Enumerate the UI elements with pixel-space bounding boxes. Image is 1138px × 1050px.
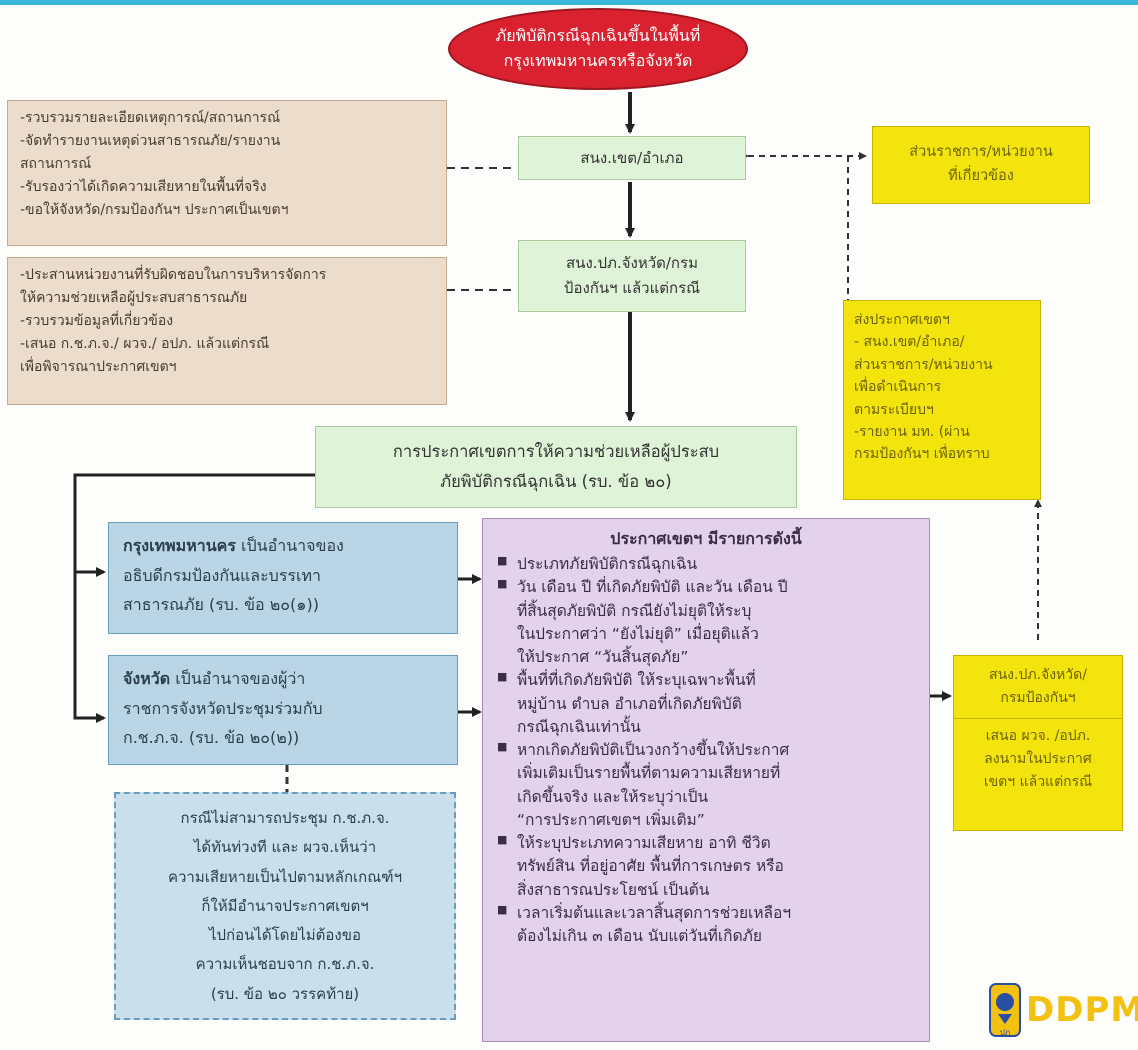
district-task-3: สถานการณ์ bbox=[20, 156, 92, 173]
item-3-line-1: พื้นที่ที่เกิดภัยพิบัติ ให้ระบุเฉพาะพื้น… bbox=[517, 671, 756, 690]
bangkok-rest: เป็นอำนาจของ bbox=[235, 536, 344, 555]
send-line-1: ส่งประกาศเขตฯ bbox=[854, 312, 950, 328]
exception-line-7: (รบ. ข้อ ๒๐ วรรคท้าย) bbox=[210, 984, 360, 1003]
district-office-label: สนง.เขต/อำเภอ bbox=[580, 148, 684, 167]
provincial-task-4: -เสนอ ก.ช.ภ.จ./ ผวจ./ อปภ. แล้วแต่กรณี bbox=[20, 336, 270, 353]
bangkok-bold: กรุงเทพมหานคร bbox=[123, 536, 236, 555]
item-2-line-3: ในประกาศว่า “ยังไม่ยุติ” เมื่อยุติแล้ว bbox=[517, 624, 759, 643]
ddpm-detail-1: เสนอ ผวจ. /อปภ. bbox=[985, 728, 1091, 745]
exception-line-1: กรณีไม่สามารถประชุม ก.ช.ภ.จ. bbox=[180, 809, 390, 827]
bangkok-line-2: อธิบดีกรมป้องกันและบรรเทา bbox=[123, 565, 322, 585]
ddpm-logo-text: DDPM bbox=[1026, 990, 1138, 1030]
announcement-items-box: ประกาศเขตฯ มีรายการดังนี้ ประเภทภัยพิบัต… bbox=[482, 518, 930, 1042]
announcement-item-5: ให้ระบุประเภทความเสียหาย อาทิ ชีวิต ทรัพ… bbox=[497, 832, 915, 902]
provincial-office-box: สนง.ปภ.จังหวัด/กรม ป้องกันฯ แล้วแต่กรณี bbox=[518, 240, 746, 312]
item-2-line-1: วัน เดือน ปี ที่เกิดภัยพิบัติ และวัน เดื… bbox=[517, 578, 788, 597]
exception-line-3: ความเสียหายเป็นไปตามหลักเกณฑ์ฯ bbox=[167, 867, 403, 886]
ddpm-line-2: กรมป้องกันฯ bbox=[1000, 690, 1076, 707]
item-5-line-3: สิ่งสาธารณประโยชน์ เป็นต้น bbox=[517, 880, 710, 899]
item-2-line-2: ที่สิ้นสุดภัยพิบัติ กรณียังไม่ยุติให้ระบ… bbox=[517, 601, 752, 620]
item-6-line-2: ต้องไม่เกิน ๓ เดือน นับแต่วันที่เกิดภัย bbox=[517, 927, 762, 945]
province-box: จังหวัด เป็นอำนาจของผู้ว่า ราชการจังหวัด… bbox=[108, 655, 458, 765]
provincial-tasks-box: -ประสานหน่วยงานที่รับผิดชอบในการบริหารจั… bbox=[7, 257, 447, 405]
send-announcement-box: ส่งประกาศเขตฯ - สนง.เขต/อำเภอ/ ส่วนราชกา… bbox=[843, 300, 1041, 500]
item-3-line-3: กรณีฉุกเฉินเท่านั้น bbox=[517, 717, 641, 736]
agencies-line-1: ส่วนราชการ/หน่วยงาน bbox=[909, 144, 1053, 161]
announcement-item-4: หากเกิดภัยพิบัติเป็นวงกว้างขึ้นให้ประกาศ… bbox=[497, 739, 915, 832]
provincial-task-5: เพื่อพิจารณาประกาศเขตฯ bbox=[20, 359, 177, 376]
province-bold: จังหวัด bbox=[123, 669, 171, 688]
announcement-items-list: ประเภทภัยพิบัติกรณีฉุกเฉิน วัน เดือน ปี … bbox=[497, 553, 915, 948]
exception-box: กรณีไม่สามารถประชุม ก.ช.ภ.จ. ได้ทันท่วงท… bbox=[114, 792, 456, 1020]
provincial-task-2: ให้ความช่วยเหลือผู้ประสบสาธารณภัย bbox=[20, 290, 248, 307]
ddpm-line-1: สนง.ปภ.จังหวัด/ bbox=[989, 667, 1087, 683]
ddpm-office-header: สนง.ปภ.จังหวัด/ กรมป้องกันฯ bbox=[954, 656, 1122, 718]
send-line-5: ตามระเบียบฯ bbox=[854, 401, 934, 418]
item-4-line-1: หากเกิดภัยพิบัติเป็นวงกว้างขึ้นให้ประกาศ bbox=[517, 741, 790, 759]
send-line-7: กรมป้องกันฯ เพื่อทราบ bbox=[854, 446, 990, 463]
announcement-item-1: ประเภทภัยพิบัติกรณีฉุกเฉิน bbox=[497, 553, 915, 576]
item-2-line-4: ให้ประกาศ “วันสิ้นสุดภัย” bbox=[517, 648, 689, 666]
ddpm-office-detail: เสนอ ผวจ. /อปภ. ลงนามในประกาศ เขตฯ แล้วแ… bbox=[954, 718, 1122, 800]
arrow-to-province bbox=[73, 572, 106, 723]
item-4-line-2: เพิ่มเติมเป็นรายพื้นที่ตามความเสียหายที่ bbox=[517, 764, 781, 783]
arrow-declaration-to-branches bbox=[73, 473, 315, 577]
provincial-task-3: -รวบรวมข้อมูลที่เกี่ยวข้อง bbox=[20, 313, 174, 330]
announcement-item-6: เวลาเริ่มต้นและเวลาสิ้นสุดการช่วยเหลือฯ … bbox=[497, 902, 915, 949]
declaration-box: การประกาศเขตการให้ความช่วยเหลือผู้ประสบ … bbox=[315, 426, 797, 508]
item-3-line-2: หมู่บ้าน ตำบล อำเภอที่เกิดภัยพิบัติ bbox=[517, 694, 742, 713]
ddpm-detail-2: ลงนามในประกาศ bbox=[984, 751, 1092, 768]
province-line-2: ราชการจังหวัดประชุมร่วมกับ bbox=[123, 698, 323, 718]
announcement-items-title: ประกาศเขตฯ มีรายการดังนี้ bbox=[610, 529, 802, 548]
bangkok-line-3: สาธารณภัย (รบ. ข้อ ๒๐(๑)) bbox=[123, 595, 319, 615]
top-border bbox=[0, 0, 1138, 5]
province-rest: เป็นอำนาจของผู้ว่า bbox=[170, 669, 306, 688]
district-office-box: สนง.เขต/อำเภอ bbox=[518, 136, 746, 180]
declaration-line-2: ภัยพิบัติกรณีฉุกเฉิน (รบ. ข้อ ๒๐) bbox=[440, 472, 672, 491]
ddpm-seal-icon: ปภ bbox=[989, 983, 1021, 1037]
send-line-2: - สนง.เขต/อำเภอ/ bbox=[854, 334, 965, 351]
start-line-1: ภัยพิบัติกรณีฉุกเฉินขึ้นในพื้นที่ bbox=[495, 26, 701, 46]
item-5-line-2: ทรัพย์สิน ที่อยู่อาศัย พื้นที่การเกษตร ห… bbox=[517, 857, 784, 876]
provincial-line-2: ป้องกันฯ แล้วแต่กรณี bbox=[563, 279, 701, 297]
send-line-3: ส่วนราชการ/หน่วยงาน bbox=[854, 356, 993, 373]
provincial-task-1: -ประสานหน่วยงานที่รับผิดชอบในการบริหารจั… bbox=[20, 267, 327, 283]
item-6-line-1: เวลาเริ่มต้นและเวลาสิ้นสุดการช่วยเหลือฯ bbox=[517, 903, 792, 922]
provincial-line-1: สนง.ปภ.จังหวัด/กรม bbox=[566, 253, 698, 272]
province-line-3: ก.ช.ภ.จ. (รบ. ข้อ ๒๐(๒)) bbox=[123, 728, 300, 748]
send-line-6: -รายงาน มท. (ผ่าน bbox=[854, 423, 970, 440]
ddpm-logo: ปภ DDPM bbox=[988, 980, 1138, 1044]
send-line-4: เพื่อดำเนินการ bbox=[854, 379, 942, 396]
district-task-1: -รวบรวมรายละเอียดเหตุการณ์/สถานการณ์ bbox=[20, 110, 281, 126]
district-task-4: -รับรองว่าได้เกิดความเสียหายในพื้นที่จริ… bbox=[20, 179, 267, 196]
item-5-line-1: ให้ระบุประเภทความเสียหาย อาทิ ชีวิต bbox=[517, 834, 771, 852]
agencies-box: ส่วนราชการ/หน่วยงาน ที่เกี่ยวข้อง bbox=[872, 126, 1090, 204]
exception-line-6: ความเห็นชอบจาก ก.ช.ภ.จ. bbox=[195, 955, 375, 974]
exception-line-4: ก็ให้มีอำนาจประกาศเขตฯ bbox=[201, 896, 369, 915]
district-task-2: -จัดทำรายงานเหตุด่วนสาธารณภัย/รายงาน bbox=[20, 133, 281, 150]
district-tasks-box: -รวบรวมรายละเอียดเหตุการณ์/สถานการณ์ -จั… bbox=[7, 100, 447, 246]
ddpm-detail-3: เขตฯ แล้วแต่กรณี bbox=[983, 774, 1093, 791]
announcement-item-3: พื้นที่ที่เกิดภัยพิบัติ ให้ระบุเฉพาะพื้น… bbox=[497, 669, 915, 739]
item-4-line-3: เกิดขึ้นจริง และให้ระบุว่าเป็น bbox=[517, 787, 709, 806]
item-4-line-4: “การประกาศเขตฯ เพิ่มเติม” bbox=[517, 810, 705, 829]
agencies-line-2: ที่เกี่ยวข้อง bbox=[948, 168, 1014, 184]
ddpm-office-box: สนง.ปภ.จังหวัด/ กรมป้องกันฯ เสนอ ผวจ. /อ… bbox=[953, 655, 1123, 831]
item-1-line-1: ประเภทภัยพิบัติกรณีฉุกเฉิน bbox=[517, 555, 698, 573]
exception-line-2: ได้ทันท่วงที และ ผวจ.เห็นว่า bbox=[193, 838, 377, 857]
start-line-2: กรุงเทพมหานครหรือจังหวัด bbox=[503, 51, 693, 70]
district-task-5: -ขอให้จังหวัด/กรมป้องกันฯ ประกาศเป็นเขตฯ bbox=[20, 202, 289, 219]
ddpm-seal-text: ปภ bbox=[1000, 1028, 1010, 1037]
announcement-item-2: วัน เดือน ปี ที่เกิดภัยพิบัติ และวัน เดื… bbox=[497, 576, 915, 669]
emergency-start-node: ภัยพิบัติกรณีฉุกเฉินขึ้นในพื้นที่ กรุงเท… bbox=[448, 8, 748, 90]
declaration-line-1: การประกาศเขตการให้ความช่วยเหลือผู้ประสบ bbox=[392, 442, 720, 462]
exception-line-5: ไปก่อนได้โดยไม่ต้องขอ bbox=[208, 926, 362, 944]
bangkok-box: กรุงเทพมหานคร เป็นอำนาจของ อธิบดีกรมป้อง… bbox=[108, 522, 458, 634]
